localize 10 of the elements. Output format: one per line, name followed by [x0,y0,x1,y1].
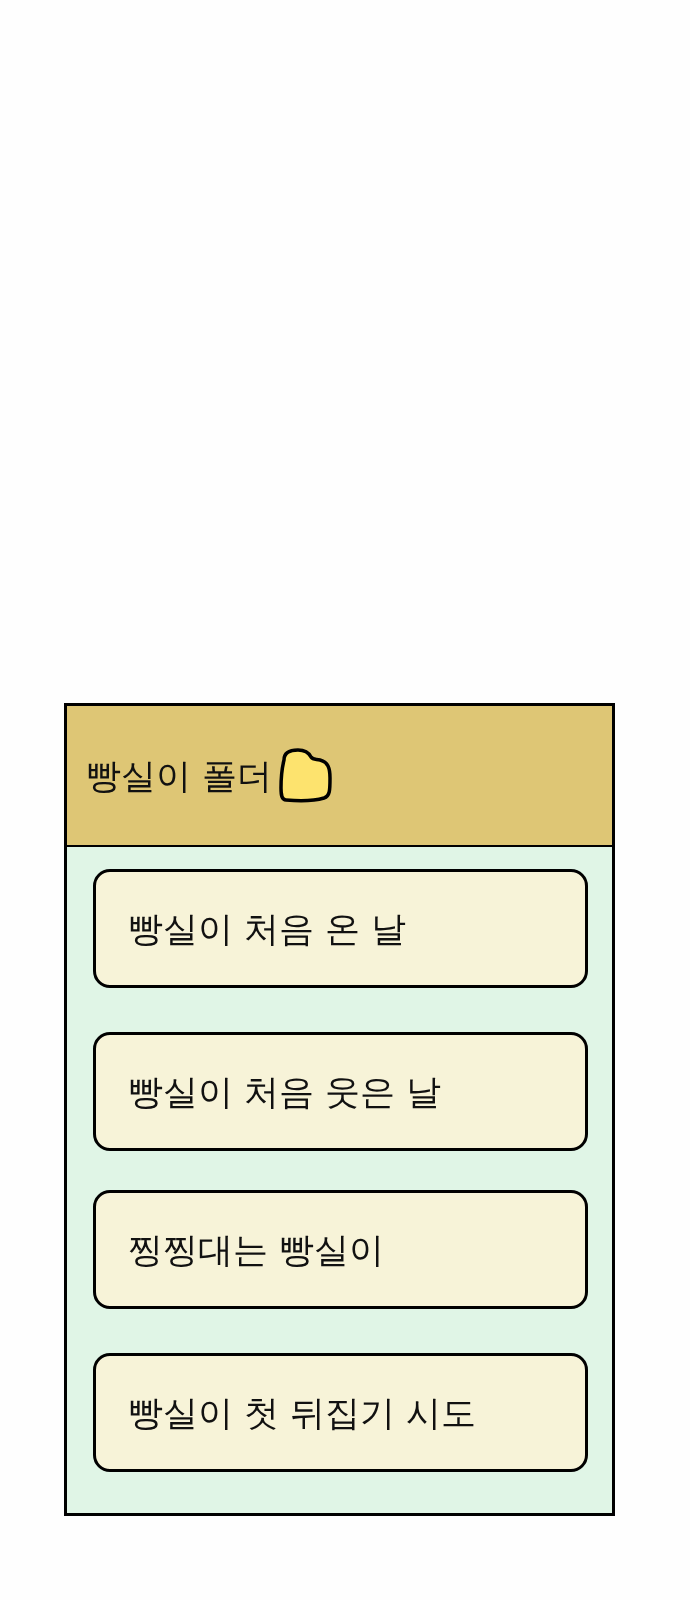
list-card [93,1032,588,1151]
list-card [93,1190,588,1309]
item-title: 빵실이 처음 온 날 [128,907,407,950]
folder-panel [64,703,615,1516]
item-title: 빵실이 처음 웃은 날 [128,1070,442,1113]
folder-title: 빵실이 폴더 [86,754,273,797]
list-card [93,869,588,988]
item-title: 찡찡대는 빵실이 [128,1228,385,1271]
item-title: 빵실이 첫 뒤집기 시도 [128,1391,477,1434]
list-card [93,1353,588,1472]
